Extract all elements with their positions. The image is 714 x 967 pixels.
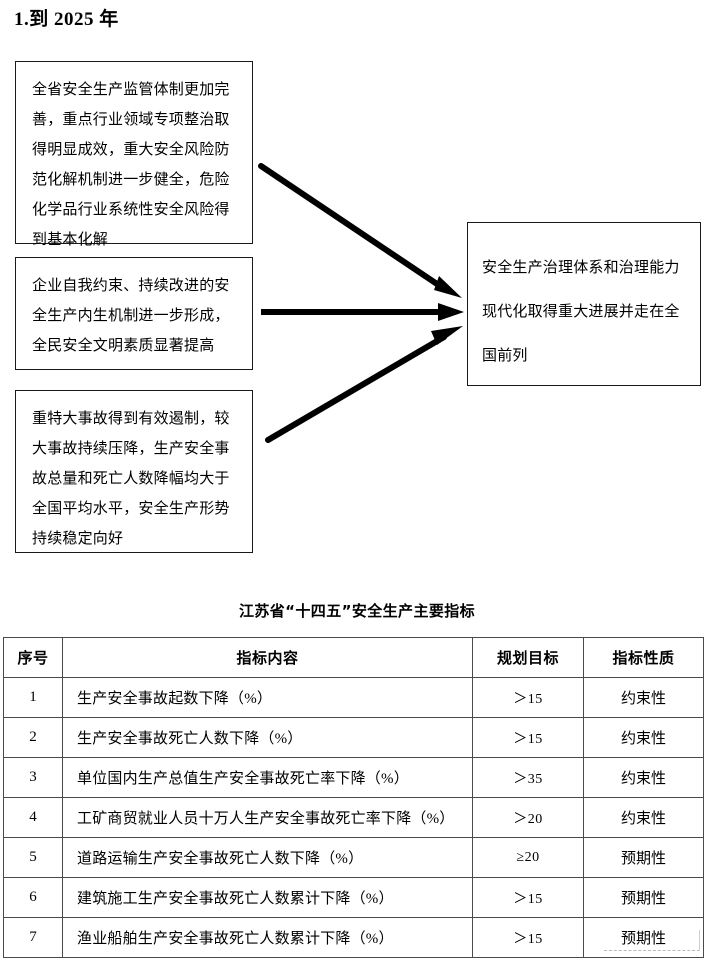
column-header-goal: 规划目标: [472, 637, 584, 678]
flow-box-supervision-system-goal: 全省安全生产监管体制更加完善，重点行业领域专项整治取得明显成效，重大安全风险防范…: [15, 61, 253, 248]
table-cell-type: 预期性: [583, 877, 704, 918]
table-cell-type: 约束性: [583, 717, 704, 758]
table-cell-name: 道路运输生产安全事故死亡人数下降（%）: [62, 837, 473, 878]
scan-artifact-line: [604, 950, 700, 951]
table-cell-name: 建筑施工生产安全事故死亡人数累计下降（%）: [62, 877, 473, 918]
arrow-from-supervision-goal: [258, 163, 462, 298]
goal-flow-diagram: 全省安全生产监管体制更加完善，重点行业领域专项整治取得明显成效，重大安全风险防范…: [15, 61, 701, 553]
flow-box-text: 全省安全生产监管体制更加完善，重点行业领域专项整治取得明显成效，重大安全风险防范…: [32, 80, 230, 248]
column-header-type: 指标性质: [583, 637, 704, 678]
arrow-from-accident-goal: [265, 326, 463, 443]
table-cell-name: 单位国内生产总值生产安全事故死亡率下降（%）: [62, 757, 473, 798]
column-header-no: 序号: [3, 637, 63, 678]
flow-box-text: 安全生产治理体系和治理能力现代化取得重大进展并走在全国前列: [482, 258, 680, 364]
table-cell-type: 约束性: [583, 677, 704, 718]
table-cell-goal: ＞15: [472, 717, 584, 758]
table-cell-no: 6: [3, 877, 63, 918]
table-cell-goal: ＞15: [472, 877, 584, 918]
table-cell-goal: ＞15: [472, 677, 584, 718]
flow-box-accident-control-goal: 重特大事故得到有效遏制，较大事故持续压降，生产安全事故总量和死亡人数降幅均大于全…: [15, 390, 253, 553]
table-cell-type: 约束性: [583, 757, 704, 798]
table-cell-goal: ＞20: [472, 797, 584, 838]
table-cell-no: 5: [3, 837, 63, 878]
table-cell-no: 4: [3, 797, 63, 838]
table-cell-goal: ＞15: [472, 917, 584, 958]
table-cell-name: 工矿商贸就业人员十万人生产安全事故死亡率下降（%）: [62, 797, 473, 838]
table-cell-no: 2: [3, 717, 63, 758]
table-cell-name: 渔业船舶生产安全事故死亡人数累计下降（%）: [62, 917, 473, 958]
table-cell-type: 预期性: [583, 837, 704, 878]
table-cell-name: 生产安全事故死亡人数下降（%）: [62, 717, 473, 758]
table-cell-no: 1: [3, 677, 63, 718]
column-header-name: 指标内容: [62, 637, 473, 678]
flow-box-overall-outcome: 安全生产治理体系和治理能力现代化取得重大进展并走在全国前列: [467, 222, 701, 386]
arrow-from-enterprise-goal: [261, 303, 464, 321]
flow-box-text: 重特大事故得到有效遏制，较大事故持续压降，生产安全事故总量和死亡人数降幅均大于全…: [32, 409, 230, 547]
table-cell-type: 预期性: [583, 917, 704, 958]
table-cell-no: 3: [3, 757, 63, 798]
table-cell-goal: ＞35: [472, 757, 584, 798]
table-caption: 江苏省“十四五”安全生产主要指标: [238, 602, 476, 620]
scan-artifact-edge: [699, 930, 700, 951]
flow-box-enterprise-mechanism-goal: 企业自我约束、持续改进的安全生产内生机制进一步形成，全民安全文明素质显著提高: [15, 257, 253, 370]
table-cell-name: 生产安全事故起数下降（%）: [62, 677, 473, 718]
page-title: 1.到 2025 年: [14, 9, 119, 30]
flow-box-text: 企业自我约束、持续改进的安全生产内生机制进一步形成，全民安全文明素质显著提高: [32, 276, 230, 354]
table-cell-type: 约束性: [583, 797, 704, 838]
table-cell-no: 7: [3, 917, 63, 958]
table-cell-goal: ≥20: [472, 837, 584, 878]
table-header-row: 序号 指标内容 规划目标 指标性质: [3, 637, 704, 678]
